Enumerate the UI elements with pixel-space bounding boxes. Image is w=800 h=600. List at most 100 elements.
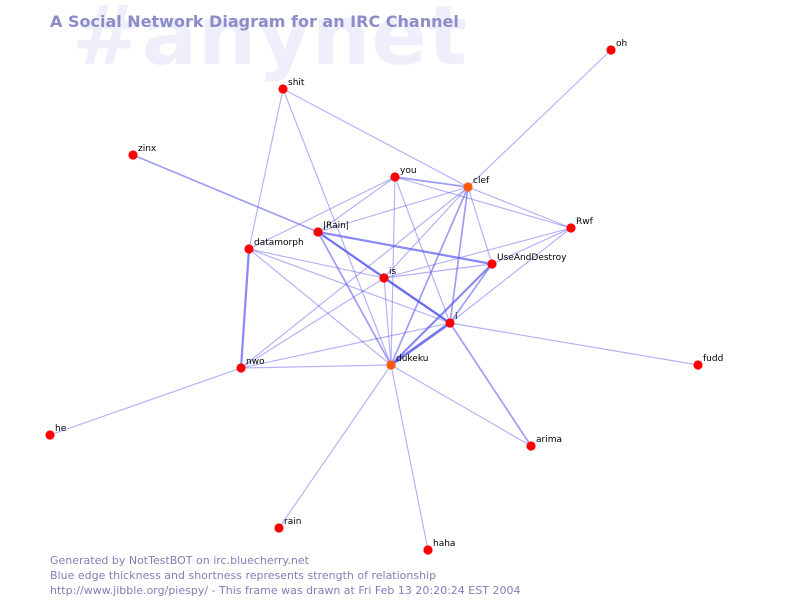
edge-datamorph-i xyxy=(248,248,451,324)
edge-rain-useanddestroy xyxy=(316,230,494,266)
edge-oh-clef xyxy=(467,49,612,188)
edge-you-datamorph xyxy=(248,176,396,250)
node-dot xyxy=(128,150,138,160)
edge-you-rwf xyxy=(394,176,572,229)
edge-datamorph-is xyxy=(248,248,385,279)
footer-url-timestamp: http://www.jibble.org/piespy/ - This fra… xyxy=(50,584,521,597)
node-dot xyxy=(463,182,473,192)
node-arima: arima xyxy=(526,435,562,451)
node-useanddestroy: UseAndDestroy xyxy=(487,253,567,269)
node-shit: shit xyxy=(278,78,305,94)
edge-is-dukeku xyxy=(383,277,392,366)
edge-clef-rain xyxy=(317,186,469,233)
edge-useanddestroy-dukeku xyxy=(389,262,494,367)
node-label: oh xyxy=(616,39,627,49)
node-datamorph: datamorph xyxy=(244,238,304,254)
edge-you-dukeku xyxy=(390,176,396,366)
edge-clef-is xyxy=(383,186,469,279)
node-dot xyxy=(566,223,576,233)
node-he: he xyxy=(45,424,67,440)
edge-clef-useanddestroy xyxy=(467,186,493,265)
node-dot xyxy=(278,84,288,94)
node-label: haha xyxy=(433,539,455,549)
edge-dukeku-haha xyxy=(390,364,429,551)
node-label: arima xyxy=(536,435,562,445)
node-label: zinx xyxy=(138,144,157,154)
node-dot xyxy=(526,441,536,451)
node-dot xyxy=(423,545,433,555)
edge-is-i xyxy=(382,276,452,325)
node-label: clef xyxy=(473,176,490,186)
footer-generated-by: Generated by NotTestBOT on irc.bluecherr… xyxy=(50,554,309,567)
node-dot xyxy=(606,45,616,55)
node-clef: clef xyxy=(463,176,490,192)
node-fudd: fudd xyxy=(693,354,723,370)
edge-dukeku-arima xyxy=(390,364,532,447)
node-label: datamorph xyxy=(254,238,304,248)
node-dot xyxy=(45,430,55,440)
node-haha: haha xyxy=(423,539,455,555)
node-label: dukeku xyxy=(396,354,428,364)
edge-shit-clef xyxy=(282,88,469,188)
node-label: Rwf xyxy=(576,217,594,227)
edge-rwf-useanddestroy xyxy=(491,227,572,265)
edge-you-i xyxy=(394,176,451,324)
edge-datamorph-nwo xyxy=(239,247,251,370)
node-label: fudd xyxy=(703,354,723,364)
edge-you-rain xyxy=(317,176,396,233)
edge-you-clef xyxy=(394,176,469,188)
edge-clef-dukeku xyxy=(390,186,469,366)
edge-dukeku-rain xyxy=(278,364,392,529)
edge-rwf-i xyxy=(449,227,572,324)
edge-rwf-is xyxy=(383,227,572,279)
node-dot xyxy=(386,360,396,370)
node-label: UseAndDestroy xyxy=(497,253,567,263)
node-label: rain xyxy=(284,517,301,527)
node-dot xyxy=(487,259,497,269)
edge-nwo-he xyxy=(49,367,242,436)
node-dot xyxy=(693,360,703,370)
edge-nwo-dukeku xyxy=(240,364,392,369)
node-label: |Rain| xyxy=(323,221,349,231)
node-dot xyxy=(274,523,284,533)
edge-useanddestroy-is xyxy=(383,263,493,279)
footer: Generated by NotTestBOT on irc.bluecherr… xyxy=(50,553,520,598)
node-is: is xyxy=(379,267,397,283)
edge-i-dukeku xyxy=(389,321,452,367)
node-rain: |Rain| xyxy=(313,221,349,237)
node-dot xyxy=(236,363,246,373)
node-i: i xyxy=(445,312,458,328)
channel-watermark: #anynet xyxy=(72,0,469,84)
edge-i-nwo xyxy=(240,322,451,369)
node-rwf: Rwf xyxy=(566,217,594,233)
edges-layer xyxy=(49,49,699,551)
node-label: you xyxy=(400,166,417,176)
node-dot xyxy=(445,318,455,328)
node-dot xyxy=(379,273,389,283)
node-label: is xyxy=(389,267,397,277)
edge-datamorph-dukeku xyxy=(248,248,392,366)
edge-zinx-rain xyxy=(132,154,319,233)
footer-legend-note: Blue edge thickness and shortness repres… xyxy=(50,569,437,582)
edge-is-nwo xyxy=(240,277,385,369)
node-dot xyxy=(313,227,323,237)
edge-clef-nwo xyxy=(240,186,469,369)
edge-useanddestroy-i xyxy=(449,263,493,324)
node-nwo: nwo xyxy=(236,357,265,373)
edge-i-arima xyxy=(449,322,532,447)
edge-rain-dukeku xyxy=(317,231,392,366)
edge-shit-datamorph xyxy=(248,88,284,250)
edge-i-fudd xyxy=(449,322,699,366)
node-oh: oh xyxy=(606,39,627,55)
node-dot xyxy=(244,244,254,254)
node-you: you xyxy=(390,166,417,182)
edge-shit-dukeku xyxy=(282,88,392,366)
node-label: shit xyxy=(288,78,305,88)
diagram-title: A Social Network Diagram for an IRC Chan… xyxy=(50,12,459,31)
edge-clef-i xyxy=(449,186,469,324)
edge-clef-rwf xyxy=(467,186,572,229)
node-label: i xyxy=(455,312,458,322)
